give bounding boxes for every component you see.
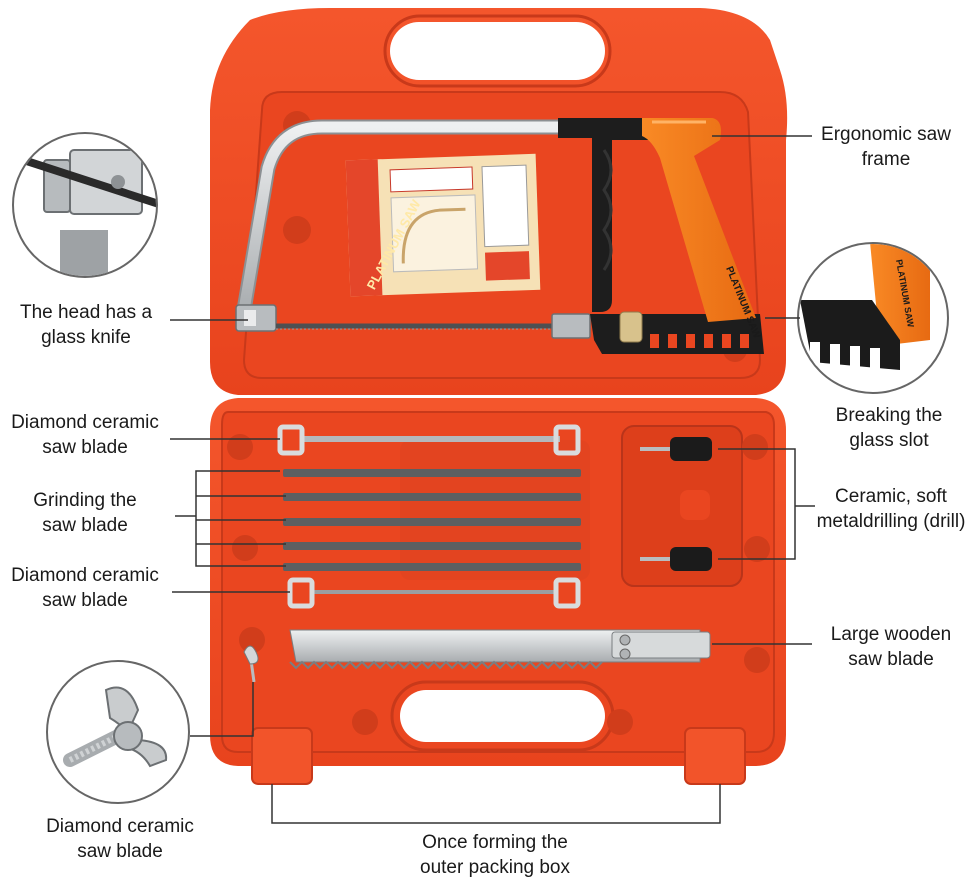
hacksaw-frame: PLATINUM SAW <box>235 118 764 354</box>
callout-drill: Ceramic, soft metaldrilling (drill) <box>806 484 976 534</box>
callout-ergonomic-frame-line2: frame <box>861 149 911 170</box>
callout-packing-box: Once forming the outer packing box <box>402 830 588 880</box>
callout-diamond-blade-top-line1: Diamond ceramic <box>11 412 159 433</box>
callout-drill-line2: metaldrilling (drill) <box>816 511 966 532</box>
callout-grinding-blade-line2: saw blade <box>42 515 128 536</box>
drill-bit-upper <box>640 437 712 461</box>
callout-wing-nut-line1: Diamond ceramic <box>46 816 194 837</box>
callout-wooden-blade-line2: saw blade <box>848 649 934 670</box>
diamond-blade-mid <box>287 577 581 609</box>
callout-diamond-blade-top-line2: saw blade <box>42 437 128 458</box>
wing-nut-small <box>243 645 259 683</box>
callout-glass-knife-line1: The head has a <box>19 302 153 323</box>
callout-ergonomic-frame-line1: Ergonomic saw <box>821 124 951 145</box>
detail-circle-wing-nut <box>46 660 190 804</box>
callout-wing-nut: Diamond ceramic saw blade <box>36 814 204 864</box>
frame-orange-handle <box>642 118 756 322</box>
callout-wing-nut-line2: saw blade <box>77 841 163 862</box>
callout-ergonomic-frame: Ergonomic saw frame <box>808 122 964 172</box>
callout-diamond-blade-mid-line1: Diamond ceramic <box>11 565 159 586</box>
detail-circle-breaking-slot: PLATINUM SAW <box>797 242 949 394</box>
detail-circle-head <box>12 132 158 278</box>
base-handle-slot <box>400 690 605 742</box>
callout-packing-box-line1: Once forming the <box>422 832 568 853</box>
wooden-saw-blade <box>289 629 711 670</box>
callout-grinding-blade: Grinding the saw blade <box>0 488 170 538</box>
callout-drill-line1: Ceramic, soft <box>835 486 947 507</box>
callout-diamond-blade-mid: Diamond ceramic saw blade <box>0 563 170 613</box>
callout-wooden-blade: Large wooden saw blade <box>806 622 976 672</box>
leader-lines <box>170 135 815 824</box>
lid-handle-slot <box>390 22 605 80</box>
callout-breaking-slot-line2: glass slot <box>849 430 929 451</box>
manual-card: PLATINUM SAW <box>345 153 541 297</box>
callout-breaking-slot: Breaking the glass slot <box>808 403 970 453</box>
callout-glass-knife-line2: glass knife <box>41 327 131 348</box>
case-base <box>210 398 786 785</box>
drill-bit-lower <box>640 547 712 571</box>
case-foot-left <box>251 727 313 785</box>
callout-glass-knife: The head has a glass knife <box>0 300 172 350</box>
callout-breaking-slot-line1: Breaking the <box>835 405 943 426</box>
grinding-blades <box>283 469 581 571</box>
callout-diamond-blade-top: Diamond ceramic saw blade <box>0 410 170 460</box>
callout-grinding-blade-line1: Grinding the <box>33 490 137 511</box>
case-foot-right <box>684 727 746 785</box>
diamond-blade-top <box>277 424 581 456</box>
callout-packing-box-line2: outer packing box <box>420 857 570 878</box>
callout-diamond-blade-mid-line2: saw blade <box>42 590 128 611</box>
callout-wooden-blade-line1: Large wooden <box>830 624 952 645</box>
